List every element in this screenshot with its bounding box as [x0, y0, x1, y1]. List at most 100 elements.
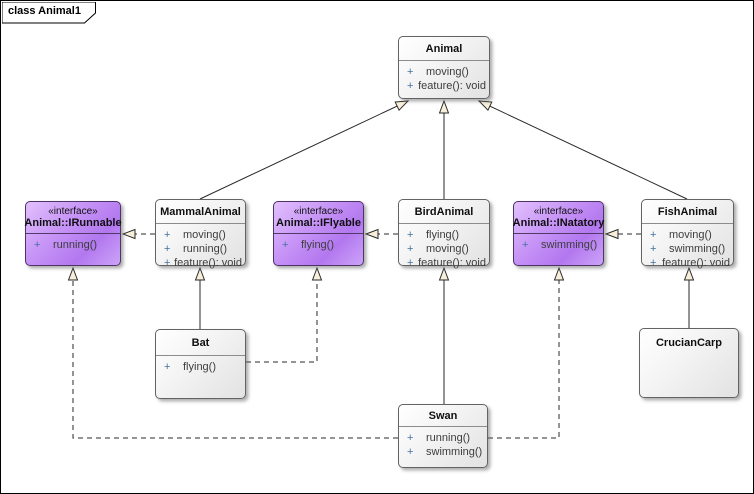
- connector-realization-swan-inatatory[interactable]: [488, 266, 565, 439]
- class-name: FishAnimal: [657, 205, 718, 218]
- class-box-birdanimal[interactable]: BirdAnimal + flying() + moving() + feature():…: [398, 199, 490, 269]
- class-header: CrucianCarp: [640, 329, 738, 356]
- operation-row: +feature(): void: [164, 256, 242, 270]
- operation-label: flying(): [426, 229, 460, 241]
- operation-label: flying(): [301, 239, 335, 251]
- interface-box-inatatory[interactable]: «interface» Animal::INatatory + swimming(…: [513, 201, 604, 266]
- visibility-marker: +: [164, 361, 171, 373]
- interface-box-iflyable[interactable]: «interface» Animal::IFlyable + flying(): [273, 201, 364, 266]
- frame-tab-shape: [2, 2, 96, 24]
- operation-label: swimming(): [541, 239, 598, 251]
- operation-label: moving(): [669, 229, 712, 241]
- operations-compartment: + moving() + swimming() + feature(): void: [642, 224, 733, 272]
- visibility-marker: +: [650, 243, 657, 255]
- operation-row: + flying(): [282, 238, 360, 252]
- operation-label: swimming(): [669, 243, 726, 255]
- operations-compartment: + swimming(): [514, 234, 603, 254]
- operations-compartment: +moving()+running()+feature(): void: [156, 224, 245, 272]
- operation-row: + moving(): [650, 228, 730, 242]
- operation-row: + flying(): [164, 360, 242, 374]
- stereotype-label: «interface»: [48, 206, 98, 217]
- operation-label: running(): [53, 239, 98, 251]
- visibility-marker: +: [164, 257, 171, 269]
- operation-row: + flying(): [407, 228, 486, 242]
- visibility-marker: +: [407, 257, 414, 269]
- class-header: BirdAnimal: [399, 200, 489, 224]
- visibility-marker: +: [407, 229, 414, 241]
- class-box-mammalanimal[interactable]: MammalAnimal +moving()+running()+feature…: [155, 199, 246, 269]
- operations-compartment: + flying(): [156, 356, 245, 376]
- operation-label: feature(): void: [418, 80, 486, 92]
- operation-row: + moving(): [407, 65, 486, 79]
- interface-header: «interface» Animal::IFlyable: [274, 202, 363, 234]
- operations-compartment: + flying() + moving() + feature(): void: [399, 224, 489, 272]
- class-header: Swan: [399, 405, 487, 427]
- class-name: Swan: [428, 409, 458, 422]
- connector-realization-swan-irunnable[interactable]: [67, 266, 398, 439]
- operation-row: +running(): [164, 242, 242, 256]
- operation-row: + swimming(): [407, 445, 484, 459]
- interface-header: «interface» Animal::INatatory: [512, 202, 605, 234]
- class-name: Bat: [191, 336, 210, 349]
- operation-row: + running(): [34, 238, 117, 252]
- visibility-marker: +: [407, 80, 414, 92]
- visibility-marker: +: [407, 446, 414, 458]
- operation-label: running(): [426, 432, 471, 444]
- visibility-marker: +: [407, 243, 414, 255]
- operations-compartment: + running(): [26, 234, 120, 254]
- operation-label: feature(): void: [418, 257, 486, 269]
- operation-row: + moving(): [164, 228, 242, 242]
- class-box-bat[interactable]: Bat + flying(): [155, 329, 246, 399]
- class-name: CrucianCarp: [655, 336, 723, 349]
- operation-row: + running(): [407, 431, 484, 445]
- operation-label: moving(): [426, 243, 469, 255]
- connector-realization-bat-iflyable[interactable]: [246, 266, 323, 363]
- visibility-marker: +: [407, 432, 414, 444]
- class-header: Bat: [156, 330, 245, 356]
- class-box-cruciancarp[interactable]: CrucianCarp: [639, 328, 739, 398]
- visibility-marker: +: [164, 229, 171, 241]
- operation-label: running(): [183, 243, 228, 255]
- diagram-frame-tab[interactable]: class Animal1: [2, 2, 112, 24]
- operations-compartment: [640, 356, 738, 362]
- class-box-animal[interactable]: Animal + moving() + feature(): void: [398, 36, 490, 99]
- visibility-marker: +: [282, 239, 289, 251]
- class-box-fishanimal[interactable]: FishAnimal + moving() + swimming() + feature(…: [641, 199, 734, 269]
- connector-generalization-fish-animal[interactable]: [477, 100, 688, 200]
- operation-row: + swimming(): [650, 242, 730, 256]
- interface-name: Animal::IFlyable: [276, 217, 361, 229]
- visibility-marker: +: [34, 239, 41, 251]
- class-name: Animal: [425, 42, 463, 55]
- stereotype-label: «interface»: [533, 206, 584, 217]
- operation-label: swimming(): [426, 446, 483, 458]
- interface-box-irunnable[interactable]: «interface» Animal::IRunnable + running(): [24, 201, 122, 266]
- operation-row: + feature(): void: [650, 256, 730, 270]
- visibility-marker: +: [522, 239, 529, 251]
- operation-row: + moving(): [407, 242, 486, 256]
- operation-row: + feature(): void: [407, 256, 486, 270]
- class-name: BirdAnimal: [414, 205, 474, 218]
- class-header: MammalAnimal: [156, 200, 245, 224]
- operation-label: moving(): [426, 66, 469, 78]
- interface-name: Animal::IRunnable: [24, 217, 122, 229]
- operation-label: moving(): [183, 229, 226, 241]
- visibility-marker: +: [650, 257, 657, 269]
- diagram-title: class Animal1: [8, 5, 81, 17]
- operations-compartment: + moving() + feature(): void: [399, 61, 489, 95]
- visibility-marker: +: [650, 229, 657, 241]
- operation-row: + feature(): void: [407, 79, 486, 93]
- operation-label: feature(): void: [662, 257, 730, 269]
- class-header: FishAnimal: [642, 200, 733, 224]
- operation-label: flying(): [183, 361, 217, 373]
- interface-name: Animal::INatatory: [512, 217, 605, 229]
- class-header: Animal: [399, 37, 489, 61]
- stereotype-label: «interface»: [293, 206, 344, 217]
- operation-row: + swimming(): [522, 238, 600, 252]
- operation-label: feature(): void: [174, 257, 242, 269]
- class-name: MammalAnimal: [160, 205, 241, 218]
- visibility-marker: +: [407, 66, 414, 78]
- class-box-swan[interactable]: Swan + running() + swimming(): [398, 404, 488, 468]
- connector-generalization-mammal-animal[interactable]: [199, 100, 410, 200]
